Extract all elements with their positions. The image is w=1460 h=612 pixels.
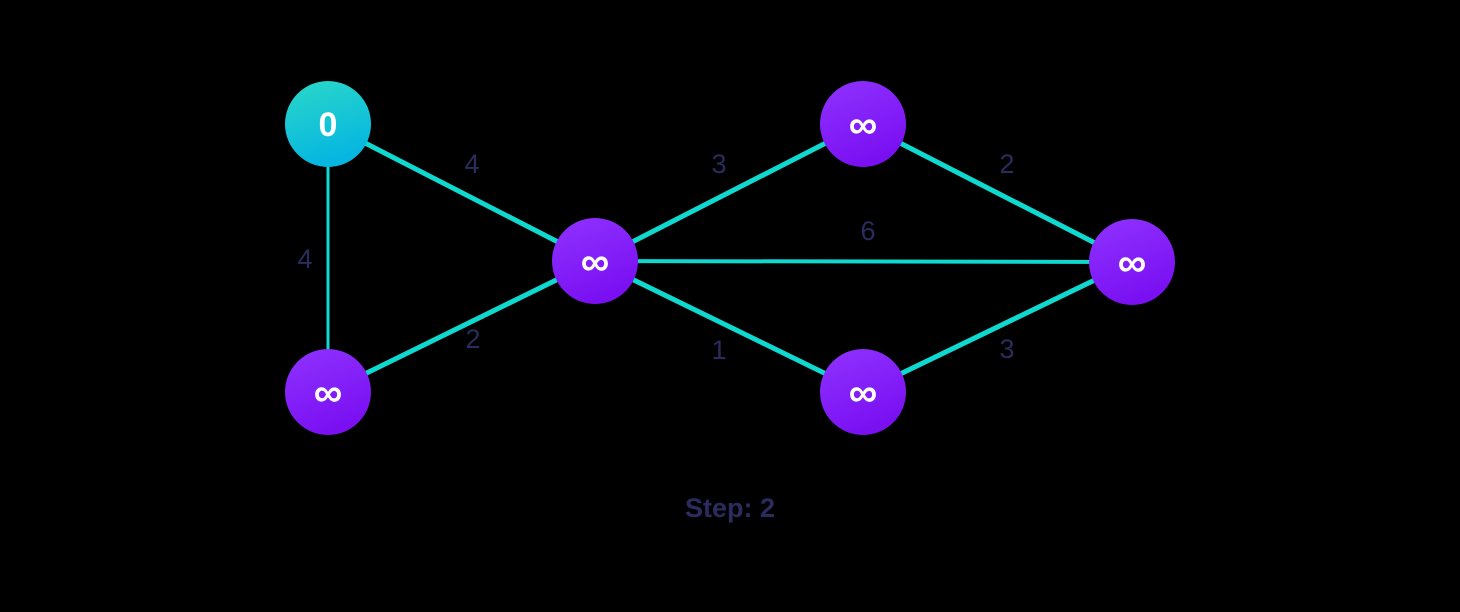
- node-b-circle[interactable]: [285, 349, 371, 435]
- node-d-circle[interactable]: [820, 81, 906, 167]
- edge-c-f: [593, 259, 1134, 264]
- node-c[interactable]: ∞: [552, 218, 638, 304]
- edge-weights-layer: 4 4 2 3 1 6 2 3: [297, 149, 1014, 365]
- node-d[interactable]: ∞: [820, 81, 906, 167]
- edge-e-f: [860, 259, 1135, 395]
- node-e-circle[interactable]: [820, 349, 906, 435]
- edge-a-b-weight-label: 4: [297, 244, 312, 274]
- edge-a-c: [325, 121, 598, 264]
- node-a-distance-label: 0: [319, 106, 338, 144]
- node-e-distance-label: ∞: [849, 371, 878, 415]
- node-b-distance-label: ∞: [314, 371, 343, 415]
- edge-d-f: [860, 121, 1135, 265]
- node-e[interactable]: ∞: [820, 349, 906, 435]
- edge-c-d: [592, 121, 866, 264]
- edge-b-c: [325, 258, 598, 395]
- node-f[interactable]: ∞: [1089, 219, 1175, 305]
- nodes-layer: 0 ∞ ∞ ∞ ∞ ∞: [285, 81, 1175, 435]
- node-f-circle[interactable]: [1089, 219, 1175, 305]
- node-d-distance-label: ∞: [849, 103, 878, 147]
- edge-b-c-weight-label: 2: [465, 324, 480, 354]
- step-indicator: Step: 2: [685, 493, 775, 523]
- edge-e-f-weight-label: 3: [999, 334, 1014, 364]
- edge-c-f-weight-label: 6: [860, 216, 875, 246]
- node-c-circle[interactable]: [552, 218, 638, 304]
- node-c-distance-label: ∞: [581, 240, 610, 284]
- edge-c-e-weight-label: 1: [711, 335, 726, 365]
- edge-a-c-weight-label: 4: [464, 149, 479, 179]
- edge-d-f-weight-label: 2: [999, 149, 1014, 179]
- edge-c-d-weight-label: 3: [711, 149, 726, 179]
- node-a[interactable]: 0: [285, 81, 371, 167]
- edge-c-e: [592, 258, 866, 395]
- node-b[interactable]: ∞: [285, 349, 371, 435]
- node-a-circle[interactable]: [285, 81, 371, 167]
- edges-layer: [325, 121, 1135, 395]
- node-f-distance-label: ∞: [1118, 241, 1147, 285]
